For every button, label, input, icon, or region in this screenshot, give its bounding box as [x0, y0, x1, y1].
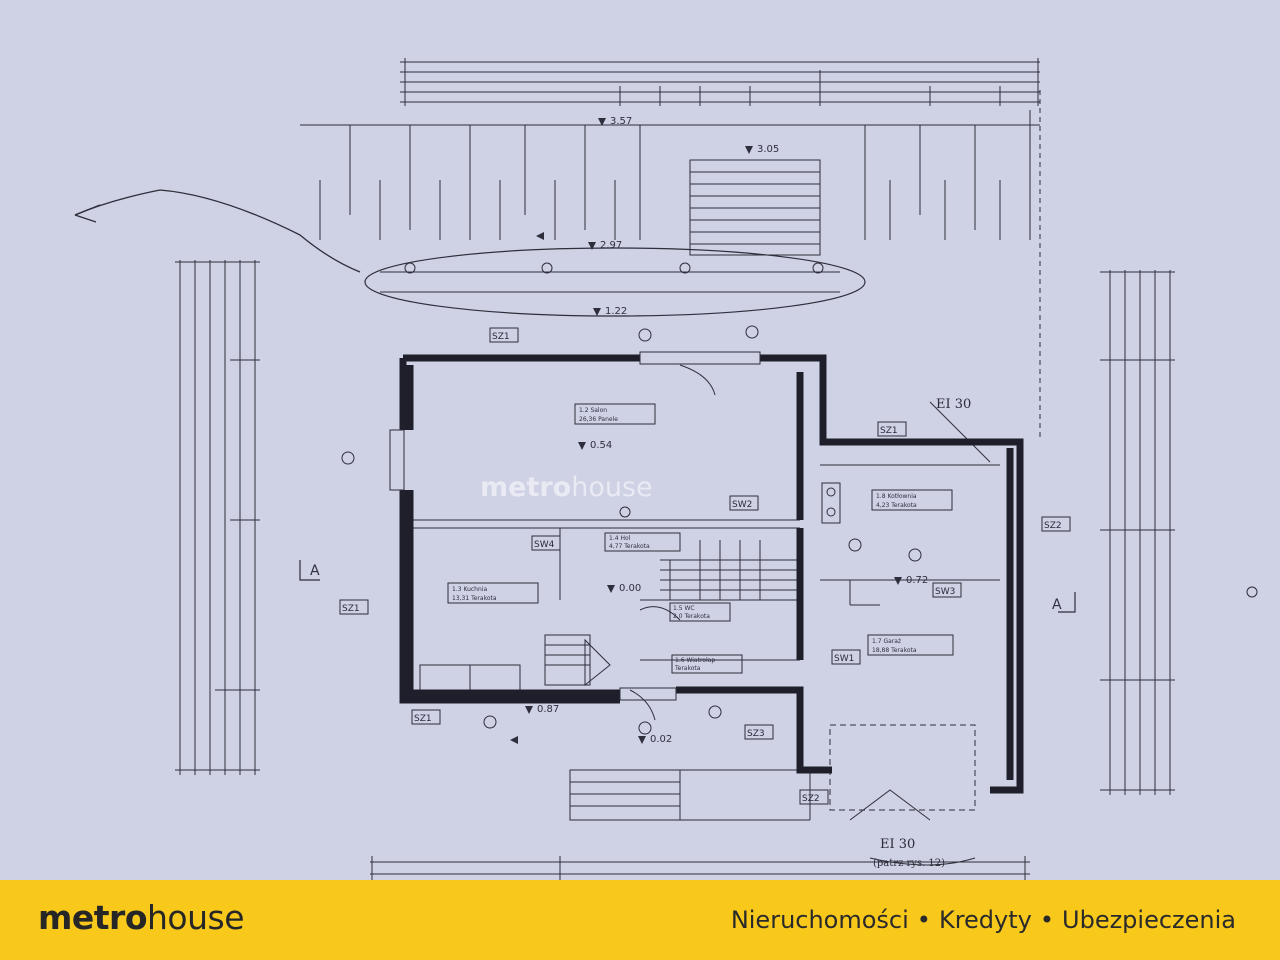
- room-label-hall-finish: 4,77 Terakota: [609, 543, 650, 550]
- brand-footer: metrohouse Nieruchomości•Kredyty•Ubezpie…: [0, 880, 1280, 960]
- section-mark: A: [1052, 597, 1062, 613]
- wall-tag: SZ3: [747, 729, 765, 739]
- elevation-label: 3.05: [757, 144, 779, 155]
- tagline-separator: •: [1039, 906, 1055, 934]
- room-label-garage-finish: 18,88 Terakota: [872, 647, 917, 654]
- floor-plan-drawing: 3.57 3.05 2.97 1.22 0.54 0.00 0.72 0.87 …: [74, 58, 1258, 880]
- tagline-item-insurance: Ubezpieczenia: [1062, 906, 1236, 934]
- room-label-salon-finish: 26,36 Panele: [579, 416, 618, 423]
- wall-tag: SZ1: [414, 714, 432, 724]
- floor-plan-image: 3.57 3.05 2.97 1.22 0.54 0.00 0.72 0.87 …: [0, 0, 1280, 880]
- room-label-boiler: 1.8 Kotłownia: [876, 493, 917, 500]
- room-label-wc-finish: 2,0 Terakota: [673, 613, 710, 620]
- tagline-item-credits: Kredyty: [938, 906, 1032, 934]
- fire-rating-note: EI 30: [936, 397, 971, 412]
- logo-bold-part: metro: [38, 898, 148, 937]
- room-label-vestibule-finish: Terakota: [674, 665, 701, 672]
- wall-tag: SW3: [935, 587, 955, 597]
- room-label-vestibule: 1.6 Wiatrołap: [675, 657, 715, 664]
- room-label-salon: 1.2 Salon: [579, 407, 607, 414]
- elevation-label: 3.57: [610, 116, 632, 127]
- wall-tag: SW4: [534, 540, 555, 550]
- wall-tag: SZ2: [802, 794, 820, 804]
- logo-regular-part: house: [147, 898, 245, 937]
- room-label-kitchen: 1.3 Kuchnia: [452, 586, 487, 593]
- metrohouse-logo[interactable]: metrohouse: [38, 896, 245, 940]
- elevation-label: 0.72: [906, 575, 928, 586]
- wall-tag: SZ2: [1044, 521, 1062, 531]
- wall-tag: SW1: [834, 654, 854, 664]
- room-label-kitchen-finish: 13,31 Terakota: [452, 595, 497, 602]
- fire-rating-note: EI 30: [880, 837, 915, 852]
- room-label-hall: 1.4 Hol: [609, 535, 631, 542]
- tagline-separator: •: [916, 906, 931, 934]
- see-drawing-note: (patrz rys. 12): [873, 858, 945, 869]
- wall-tag: SW2: [732, 500, 752, 510]
- tagline-item-real-estate: Nieruchomości: [730, 906, 909, 934]
- room-label-garage: 1.7 Garaż: [872, 638, 901, 645]
- elevation-label: 0.02: [650, 734, 672, 745]
- elevation-label: 0.00: [619, 583, 641, 594]
- wall-tag: SZ1: [880, 426, 898, 436]
- room-label-boiler-finish: 4,23 Terakota: [876, 502, 917, 509]
- room-label-wc: 1.5 WC: [673, 605, 695, 612]
- elevation-label: 2.97: [600, 240, 622, 251]
- section-mark: A: [310, 563, 320, 579]
- elevation-label: 1.22: [605, 306, 627, 317]
- wall-tag: SZ1: [342, 604, 360, 614]
- elevation-label: 0.87: [537, 704, 559, 715]
- elevation-label: 0.54: [590, 440, 612, 451]
- wall-tag: SZ1: [492, 332, 510, 342]
- services-tagline: Nieruchomości•Kredyty•Ubezpieczenia: [731, 902, 1236, 938]
